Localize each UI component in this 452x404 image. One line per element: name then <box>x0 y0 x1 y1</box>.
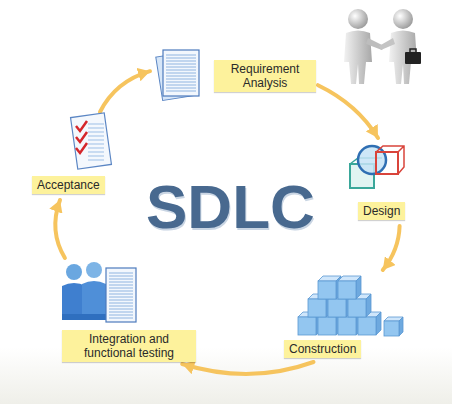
acceptance-icon <box>64 112 114 172</box>
construction-icon <box>296 270 406 338</box>
stage-label: Design <box>358 202 405 220</box>
stage-node: Requirement Analysis <box>150 46 318 102</box>
cycle-arrow <box>55 200 65 258</box>
cycle-arrow <box>182 362 313 374</box>
integration-icon <box>58 258 140 326</box>
design-icon <box>346 138 406 198</box>
stage-node: Acceptance <box>30 112 130 200</box>
stage-node: Integration and functional testing <box>58 258 196 364</box>
center-title: SDLC <box>146 172 315 242</box>
stage-label: Requirement Analysis <box>214 60 316 92</box>
stage-label: Construction <box>284 340 361 358</box>
stage-node: Construction <box>282 270 408 362</box>
stage-node: Design <box>342 138 414 226</box>
requirement-icon <box>150 46 206 102</box>
cycle-arrow <box>318 85 378 138</box>
stage-label: Integration and functional testing <box>62 330 196 362</box>
cycle-arrow <box>100 71 150 112</box>
stage-label: Acceptance <box>32 176 105 194</box>
cycle-arrow <box>383 226 400 270</box>
